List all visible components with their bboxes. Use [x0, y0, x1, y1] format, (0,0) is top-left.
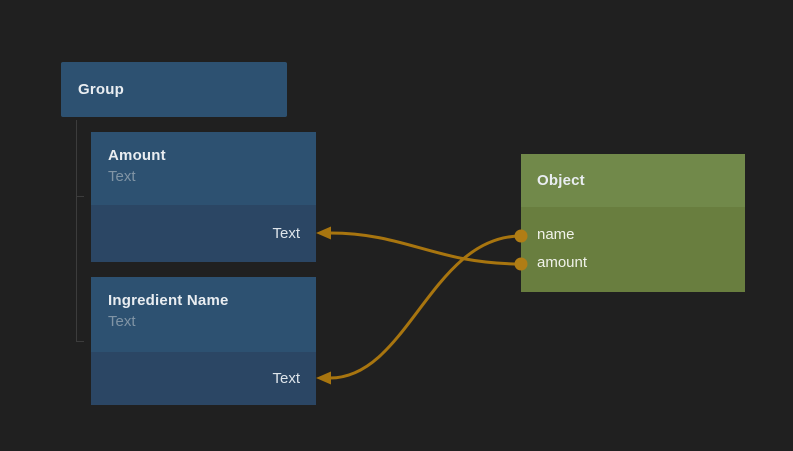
- field-node-ingredient-header: Ingredient Name Text: [91, 277, 316, 352]
- field-node-amount-port-row: Text: [91, 205, 316, 262]
- wire-name-to-ingredient-node[interactable]: [328, 234, 523, 380]
- field-node-amount-header: Amount Text: [91, 132, 316, 205]
- field-node-amount-title: Amount: [108, 147, 166, 164]
- field-node-ingredient-port-row: Text: [91, 352, 316, 405]
- object-node-title: Object: [537, 172, 585, 189]
- wire-amount-to-amount-node[interactable]: [328, 231, 523, 266]
- field-node-amount-type: Text: [108, 168, 136, 185]
- field-node-amount[interactable]: Amount Text Text: [91, 132, 316, 262]
- tree-stub-amount: [76, 196, 84, 197]
- object-field-name[interactable]: name: [537, 226, 575, 243]
- group-node[interactable]: Group: [61, 62, 287, 117]
- field-node-ingredient-title: Ingredient Name: [108, 292, 229, 309]
- object-node-header: Object: [521, 154, 745, 207]
- field-node-amount-input-port-label: Text: [272, 225, 300, 242]
- field-node-ingredient-input-port-label: Text: [272, 370, 300, 387]
- object-field-amount[interactable]: amount: [537, 254, 588, 271]
- group-tree-line: [76, 120, 77, 341]
- field-node-ingredient-type: Text: [108, 313, 136, 330]
- tree-stub-ingredient: [76, 341, 84, 342]
- group-node-title: Group: [78, 81, 124, 98]
- field-node-ingredient-name[interactable]: Ingredient Name Text Text: [91, 277, 316, 405]
- object-node[interactable]: Object name amount: [521, 154, 745, 292]
- object-node-body: name amount: [521, 207, 745, 292]
